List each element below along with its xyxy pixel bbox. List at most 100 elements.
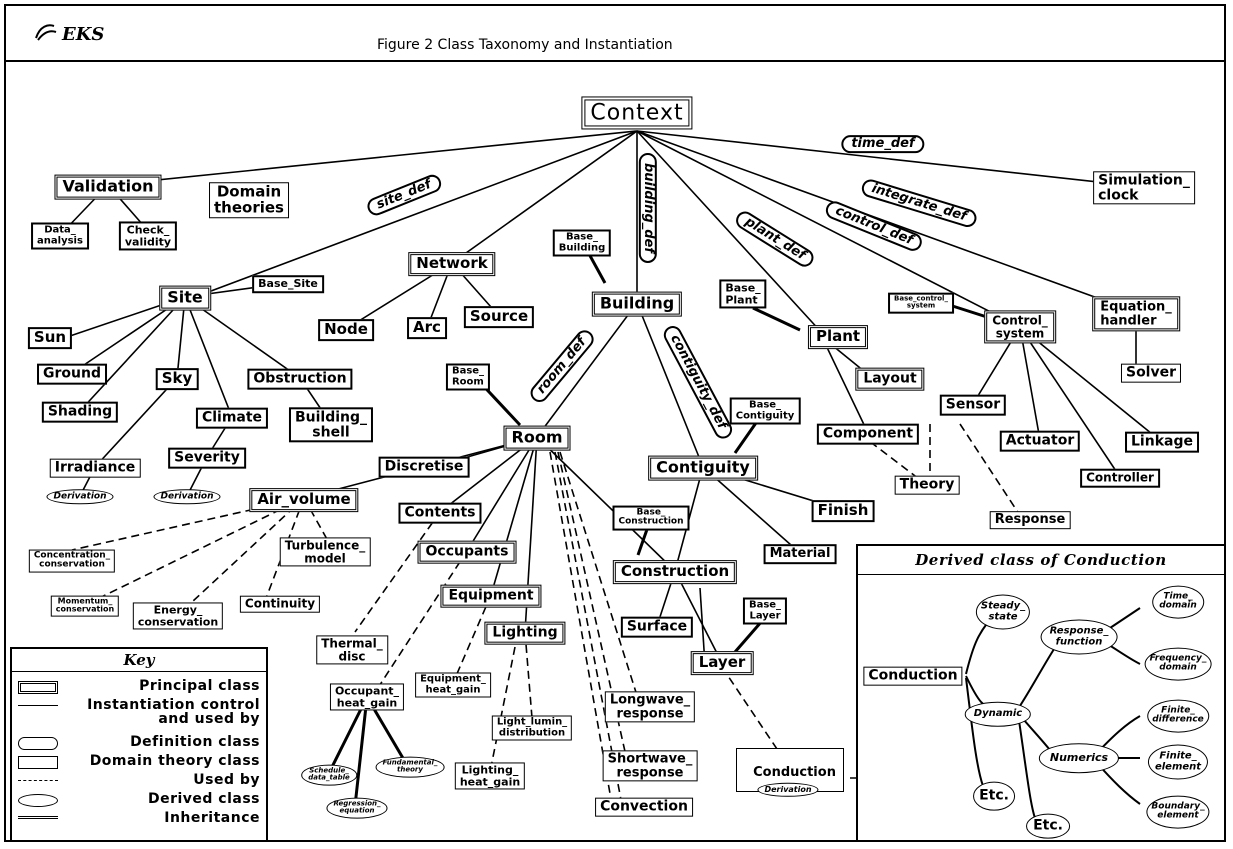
node-node: Node xyxy=(318,319,374,341)
arc-node: Arc xyxy=(407,317,447,339)
contents-node: Contents xyxy=(398,502,482,524)
lighting-heat-gain-node: Lighting_ heat_gain xyxy=(454,762,526,790)
base-room-node: Base_ Room xyxy=(445,363,491,391)
concentration-conservation-node: Concentration_ conservation xyxy=(28,549,116,573)
eks-logo-mark-icon xyxy=(35,24,57,41)
turbulence-model-node: Turbulence_ model xyxy=(279,537,371,567)
severity-node: Severity xyxy=(168,447,246,469)
key-row-principal: Principal class xyxy=(12,678,266,697)
base-layer-node: Base_ Layer xyxy=(742,597,788,625)
schedule-data-table-node: Schedule_ data_table xyxy=(301,764,357,786)
simulation-clock-node: Simulation_ clock xyxy=(1093,171,1195,205)
boundary-element-node: Boundary_ element xyxy=(1146,795,1210,829)
room-node: Room xyxy=(503,425,571,451)
check-validity-node: Check_ validity xyxy=(118,221,178,251)
key-row-used-by: Used by xyxy=(12,772,266,791)
material-node: Material xyxy=(763,544,837,564)
validation-node: Validation xyxy=(54,174,162,200)
figure-title: Figure 2 Class Taxonomy and Instantiatio… xyxy=(377,37,673,53)
finite-difference-node: Finite_ difference xyxy=(1147,699,1209,733)
plant-node: Plant xyxy=(807,325,869,349)
layer-node: Layer xyxy=(690,651,754,675)
severity-derivation-node: Derivation xyxy=(153,489,221,505)
actuator-node: Actuator xyxy=(999,430,1081,452)
lighting-node: Lighting xyxy=(484,621,566,645)
equipment-heat-gain-node: Equipment_ heat_gain xyxy=(415,672,491,698)
domain-theories-node: Domain theories xyxy=(209,182,289,218)
building-node: Building xyxy=(591,291,683,317)
base-construction-node: Base_ Construction xyxy=(612,505,690,531)
momentum-conservation-node: Momentum_ conservation xyxy=(50,595,120,617)
longwave-response-node: Longwave_ response xyxy=(604,691,696,723)
sky-node: Sky xyxy=(155,368,199,390)
numerics-node: Numerics xyxy=(1038,743,1120,773)
inheritance-double-line-icon xyxy=(18,816,58,819)
used-by-dashed-line-icon xyxy=(18,780,58,781)
shading-node: Shading xyxy=(41,401,119,423)
key-label-principal: Principal class xyxy=(139,678,260,694)
light-lumin-distribution-node: Light_lumin_ distribution xyxy=(491,715,573,741)
etc-node-1: Etc. xyxy=(973,781,1015,811)
derived-class-symbol-icon xyxy=(18,794,58,807)
obstruction-node: Obstruction xyxy=(247,368,353,390)
base-control-system-node: Base_control_ system xyxy=(888,292,954,314)
time-domain-node: Time_ domain xyxy=(1152,585,1204,619)
conduction-label: Conduction xyxy=(753,764,836,780)
base-contiguity-node: Base_ Contiguity xyxy=(729,397,801,425)
irradiance-derivation-node: Derivation xyxy=(46,489,114,505)
legend-key: Key Principal class Instantiation contro… xyxy=(10,647,268,842)
climate-node: Climate xyxy=(195,407,269,429)
finish-node: Finish xyxy=(811,500,875,522)
header-bar: EKS Figure 2 Class Taxonomy and Instanti… xyxy=(4,4,1226,62)
definition-class-symbol-icon xyxy=(18,737,58,750)
control-system-node: Control_ system xyxy=(984,310,1056,344)
response-function-node: Response_ function xyxy=(1040,619,1118,655)
network-node: Network xyxy=(408,252,496,276)
key-label-used-by: Used by xyxy=(193,772,260,788)
eks-logo: EKS xyxy=(34,24,104,45)
key-label-domain: Domain theory class xyxy=(89,753,260,769)
key-row-derived: Derived class xyxy=(12,791,266,810)
derived-class-panel: Derived class of Conduction Conduction S… xyxy=(856,544,1226,842)
linkage-node: Linkage xyxy=(1125,431,1199,453)
fundamental-theory-node: Fundamental_ theory xyxy=(375,756,445,778)
instantiation-line-icon xyxy=(18,705,58,706)
site-node: Site xyxy=(159,285,211,311)
sensor-node: Sensor xyxy=(939,394,1007,416)
dynamic-node: Dynamic xyxy=(964,701,1032,727)
surface-node: Surface xyxy=(620,616,694,638)
component-node: Component xyxy=(816,423,920,445)
frequency-domain-node: Frequency_ domain xyxy=(1144,647,1212,681)
base-plant-node: Base_ Plant xyxy=(719,279,767,309)
key-title: Key xyxy=(12,651,266,672)
equation-handler-node: Equation_ handler xyxy=(1092,296,1180,332)
finite-element-node: Finite_ element xyxy=(1147,744,1209,780)
key-label-definition: Definition class xyxy=(130,734,260,750)
key-row-instantiation: Instantiation control and used by xyxy=(12,697,266,731)
context-node: Context xyxy=(581,96,693,130)
etc-node-2: Etc. xyxy=(1026,813,1070,839)
building-shell-node: Building_ shell xyxy=(288,407,374,443)
occupant-heat-gain-node: Occupant_ heat_gain xyxy=(329,683,405,711)
building-def-node: building_def xyxy=(639,152,657,264)
equipment-node: Equipment xyxy=(440,584,542,608)
key-row-definition: Definition class xyxy=(12,734,266,753)
key-row-domain: Domain theory class xyxy=(12,753,266,772)
layout-node: Layout xyxy=(855,367,925,391)
regression-equation-node: Regression_ equation xyxy=(326,797,388,819)
sun-node: Sun xyxy=(27,327,73,349)
derived-conduction-node: Conduction xyxy=(863,666,963,686)
convection-node: Convection xyxy=(595,797,693,817)
steady-state-node: Steady_ state xyxy=(975,594,1031,630)
controller-node: Controller xyxy=(1080,468,1160,488)
occupants-node: Occupants xyxy=(417,540,517,564)
discretise-node: Discretise xyxy=(378,456,470,478)
key-label-inheritance: Inheritance xyxy=(164,810,260,826)
key-label-derived: Derived class xyxy=(147,791,260,807)
base-site-node: Base_Site xyxy=(252,275,324,293)
figure-frame xyxy=(4,4,1226,842)
thermal-disc-node: Thermal_ disc xyxy=(316,635,388,665)
theory-node: Theory xyxy=(894,475,960,495)
principal-class-symbol-icon xyxy=(18,681,58,694)
contiguity-node: Contiguity xyxy=(648,455,758,481)
